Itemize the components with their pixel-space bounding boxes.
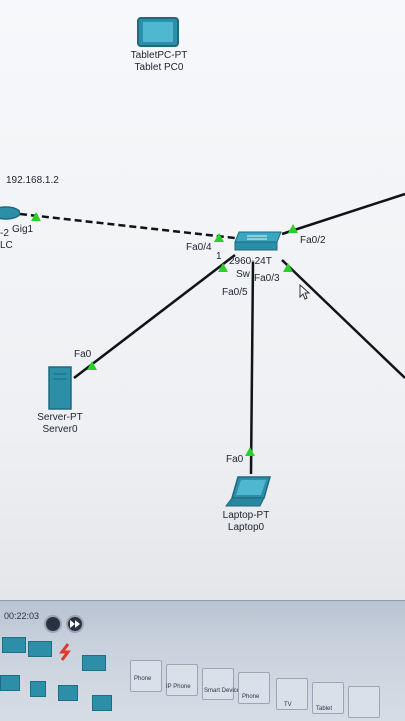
laptop-port-fa0: Fa0 — [226, 454, 244, 465]
fast-forward-button[interactable] — [66, 615, 84, 633]
switch-name-label: Sw — [236, 269, 250, 280]
hub-category-icon[interactable] — [82, 655, 106, 671]
link-switch-laptop — [249, 261, 255, 475]
wan-category-icon[interactable] — [58, 685, 78, 701]
switch-icon[interactable] — [233, 230, 283, 252]
tablet-pc-icon[interactable] — [137, 17, 179, 47]
security-category-icon[interactable] — [30, 681, 46, 697]
router-name-fragment: LC — [0, 240, 13, 251]
server-port-fa0: Fa0 — [74, 349, 92, 360]
device-tile[interactable] — [312, 682, 344, 714]
topology-workspace[interactable]: TabletPC-PT Tablet PC0 192.168.1.2 -2 LC… — [0, 0, 405, 600]
link-up-indicator — [283, 263, 293, 272]
link-up-indicator — [288, 224, 298, 233]
device-tile-label: Phone — [242, 694, 260, 700]
device-tile-label: Smart Device — [204, 688, 241, 694]
device-tile[interactable] — [130, 660, 162, 692]
switch-port-fa02: Fa0/2 — [300, 235, 326, 246]
router-category-icon[interactable] — [2, 637, 26, 653]
tablet-name-label: Tablet PC0 — [134, 62, 184, 73]
link-up-indicator — [87, 361, 97, 370]
server-name-label: Server0 — [42, 424, 78, 435]
switch-port-fa04: Fa0/4 — [186, 242, 212, 253]
device-tile[interactable] — [238, 672, 270, 704]
switch-category-icon[interactable] — [28, 641, 52, 657]
router-fragment-label: -2 — [0, 228, 9, 239]
switch-port-fa03: Fa0/3 — [254, 273, 280, 284]
custom-category-icon[interactable] — [92, 695, 112, 711]
device-tile[interactable] — [348, 686, 380, 718]
mouse-cursor-icon — [299, 283, 311, 300]
tablet-type-label: TabletPC-PT — [130, 50, 188, 61]
device-tile-label: Tablet — [316, 706, 333, 712]
router-port-gig1: Gig1 — [12, 224, 34, 235]
laptop-icon[interactable] — [224, 476, 274, 508]
device-tile-label: Phone — [134, 676, 152, 682]
link-switch-offscreen-upper — [281, 192, 405, 236]
router-icon[interactable] — [0, 206, 21, 220]
device-tile[interactable] — [166, 664, 198, 696]
link-up-indicator — [218, 263, 228, 272]
switch-port-1: 1 — [216, 251, 222, 262]
link-up-indicator — [214, 233, 224, 242]
link-up-indicator — [245, 447, 255, 456]
realtime-clock-button[interactable] — [44, 615, 62, 633]
server-type-label: Server-PT — [37, 412, 83, 423]
device-tile-label: IP Phone — [166, 684, 191, 690]
link-layer — [19, 192, 405, 475]
laptop-type-label: Laptop-PT — [222, 510, 270, 521]
server-icon[interactable] — [48, 366, 72, 410]
switch-port-fa05: Fa0/5 — [222, 287, 248, 298]
laptop-name-label: Laptop0 — [227, 522, 265, 533]
device-tile-bar: Phone IP Phone Smart Device Phone TV Tab… — [130, 650, 405, 720]
simulation-time: 00:22:03 — [4, 611, 40, 621]
wireless-category-icon[interactable] — [0, 675, 20, 691]
device-tile[interactable] — [276, 678, 308, 710]
router-ip-label: 192.168.1.2 — [6, 175, 59, 186]
device-panel: 00:22:03 — [0, 600, 405, 721]
connection-category-icon[interactable] — [56, 643, 76, 661]
device-tile-label: TV — [284, 702, 292, 708]
link-switch-offscreen-lower — [281, 259, 405, 379]
switch-model-label: 2960-24T — [229, 256, 272, 267]
link-switch-server — [73, 254, 236, 379]
link-router-switch — [19, 212, 236, 240]
link-up-indicator — [31, 212, 41, 221]
device-tile[interactable] — [202, 668, 234, 700]
